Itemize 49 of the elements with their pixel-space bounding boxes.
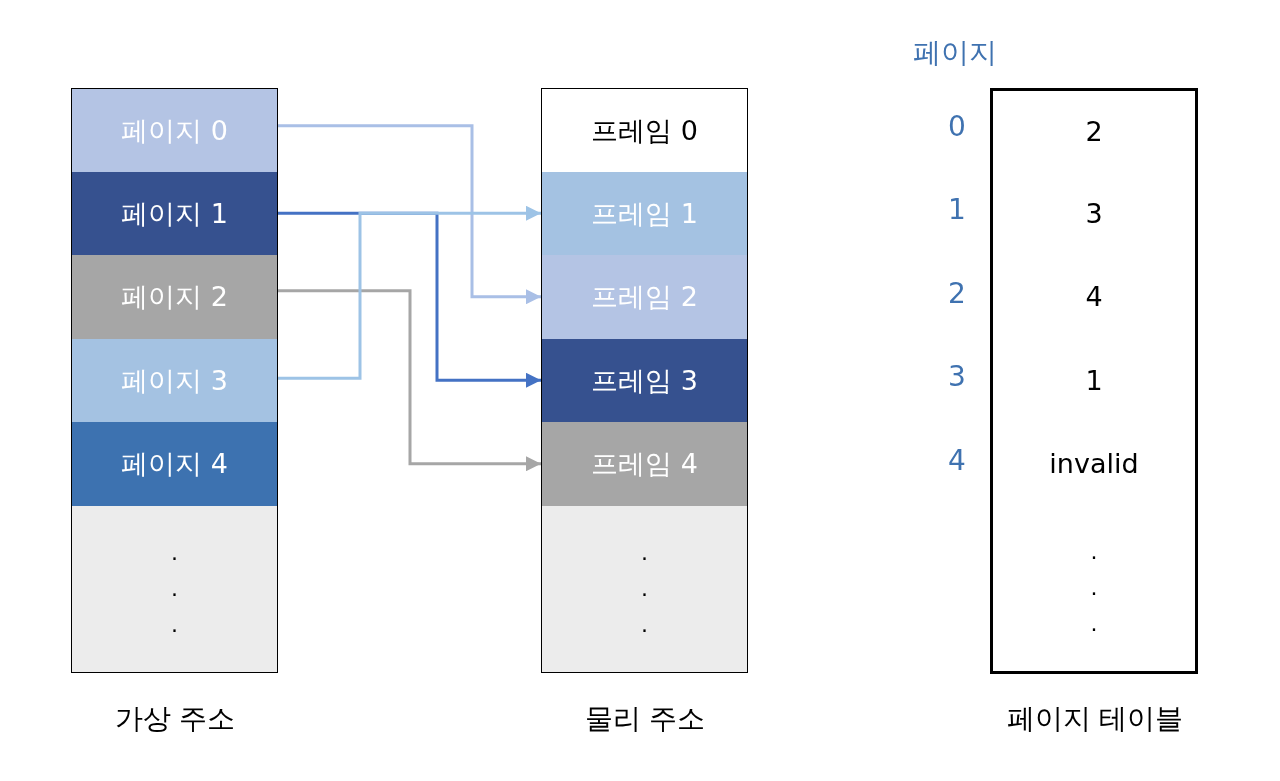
ellipsis-dot: . <box>1090 538 1098 567</box>
memory-cell <box>71 171 278 257</box>
cell-text: 프레임 3 <box>591 363 698 398</box>
memory-cell <box>71 338 278 424</box>
caption-text: 물리 주소 <box>584 701 706 737</box>
ellipsis-dot: . <box>171 574 178 603</box>
cell-text: 2 <box>1085 114 1103 149</box>
memory-cell <box>990 88 1198 175</box>
cell-text: 3 <box>1085 196 1103 231</box>
memory-cell <box>541 505 748 673</box>
ellipsis-dot: . <box>641 574 648 603</box>
ellipsis-dot: . <box>641 610 648 639</box>
memory-cell <box>541 255 748 340</box>
row-index: 1 <box>948 193 966 226</box>
arrow <box>278 289 541 472</box>
cell-text: 페이지 4 <box>121 447 228 482</box>
cell-text: 1 <box>1085 363 1103 398</box>
memory-cell <box>541 171 748 257</box>
memory-cell <box>71 88 278 173</box>
cell-text: 페이지 0 <box>121 113 228 148</box>
cell-text: 프레임 2 <box>591 280 698 315</box>
column-header: 페이지 <box>913 35 997 71</box>
caption-text: 가상 주소 <box>114 701 236 737</box>
cell-text: 프레임 1 <box>591 196 698 231</box>
ellipsis-dot: . <box>641 538 648 567</box>
memory-cell <box>71 505 278 673</box>
cell-text: 페이지 3 <box>121 363 228 398</box>
cell-text: 4 <box>1085 280 1103 315</box>
row-index: 4 <box>948 444 966 477</box>
row-index: 0 <box>948 110 966 143</box>
ellipsis-dot: . <box>1090 574 1098 603</box>
memory-cell <box>990 505 1198 674</box>
row-index: 2 <box>948 277 966 310</box>
cell-text: 페이지 2 <box>121 280 228 315</box>
memory-cell <box>541 88 748 173</box>
memory-cell <box>541 422 748 507</box>
cell-text: 프레임 0 <box>591 113 698 148</box>
arrow <box>278 124 541 305</box>
memory-cell <box>541 338 748 424</box>
ellipsis-dot: . <box>1090 610 1098 639</box>
memory-cell <box>71 255 278 340</box>
caption-text: 페이지 테이블 <box>1006 701 1184 737</box>
ellipsis-dot: . <box>171 538 178 567</box>
cell-text: invalid <box>1049 447 1139 482</box>
row-index: 3 <box>948 360 966 393</box>
cell-text: 페이지 1 <box>121 196 228 231</box>
ellipsis-dot: . <box>171 610 178 639</box>
cell-text: 프레임 4 <box>591 447 698 482</box>
memory-cell <box>71 422 278 507</box>
